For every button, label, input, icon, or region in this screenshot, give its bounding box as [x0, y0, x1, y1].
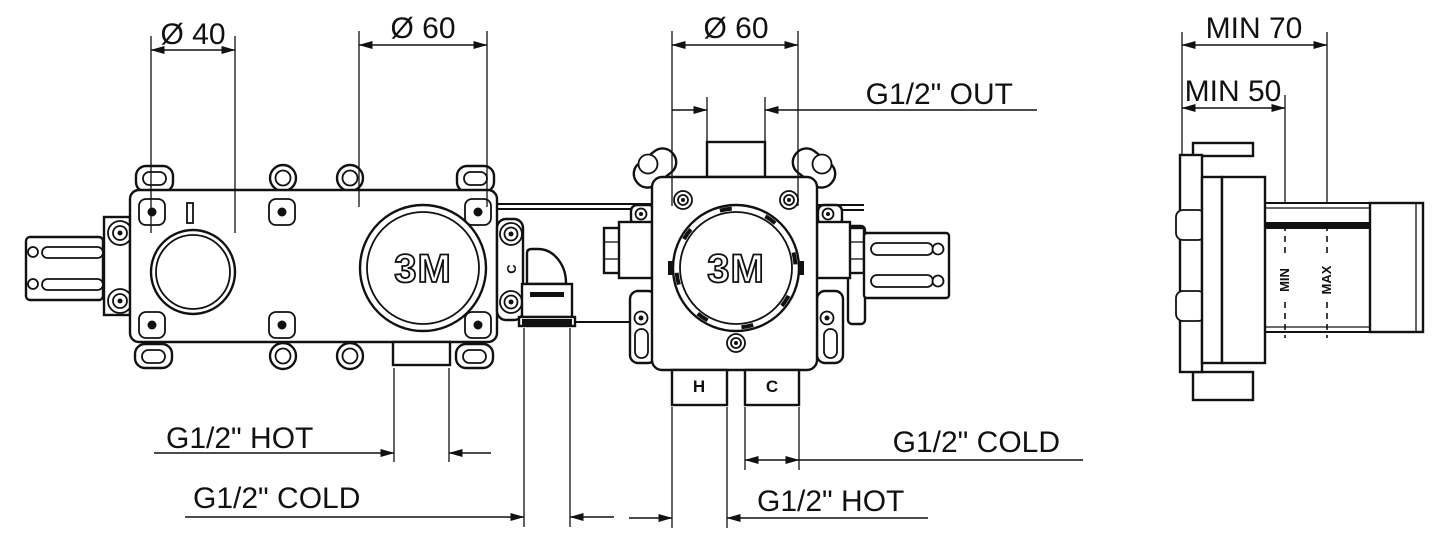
dim-label: G1/2" COLD — [893, 426, 1060, 459]
dim-diameter-60-middle: Ø 60 — [671, 12, 799, 206]
elbow-fitting — [517, 247, 577, 328]
side-view: MIN MAX — [1175, 141, 1425, 402]
cold-port-stub: C — [743, 368, 801, 407]
dim-hot-middle: G1/2" HOT — [629, 407, 928, 528]
dim-label: Ø 60 — [703, 12, 768, 45]
dim-hot-left: G1/2" HOT — [154, 368, 491, 462]
fixing-screw — [1175, 209, 1206, 241]
dim-label: MIN 50 — [1185, 75, 1282, 108]
bracket-hole — [931, 274, 945, 288]
body-column — [1200, 175, 1224, 365]
bottom-stub — [1191, 370, 1255, 402]
bracket-hole — [27, 246, 39, 258]
dim-label: MIN 70 — [1206, 12, 1303, 45]
dim-min-70: MIN 70 — [1181, 12, 1328, 204]
logo-3m: 3M — [394, 247, 452, 291]
bracket-hole — [931, 242, 945, 256]
screw — [673, 190, 693, 210]
cartridge-sleeve — [1265, 201, 1425, 334]
min-depth-marking: MIN — [1277, 268, 1292, 292]
bracket-slot — [870, 242, 934, 256]
top-stub — [1191, 141, 1255, 158]
dim-label: Ø 40 — [160, 18, 225, 51]
dim-diameter-40: Ø 40 — [150, 18, 236, 233]
dim-out-port: G1/2" OUT — [672, 78, 1037, 142]
bracket-slot — [870, 274, 934, 288]
cold-marking: C — [504, 264, 519, 274]
inlet-connector-right — [815, 220, 867, 326]
out-port-stub — [705, 140, 767, 179]
wall-plate — [1178, 153, 1204, 374]
screw — [726, 333, 746, 353]
mounting-ear — [632, 147, 678, 189]
dim-label: G1/2" OUT — [866, 78, 1013, 111]
front-view-single-valve: 3M H C — [602, 140, 951, 407]
dimensions: Ø 40 Ø 60 Ø 60 G1/2" OUT — [150, 12, 1328, 528]
cartridge-circle: 3M — [668, 203, 804, 333]
dim-min-50: MIN 50 — [1181, 75, 1286, 204]
side-flanges — [628, 203, 845, 365]
dim-label: G1/2" COLD — [193, 482, 360, 515]
side-strip: C — [495, 217, 525, 322]
mounting-ear — [791, 147, 837, 189]
plaster-depth-lines: MIN MAX — [1276, 225, 1335, 338]
bracket-slot — [41, 278, 104, 291]
dim-cold-middle: G1/2" COLD — [744, 407, 1083, 470]
hot-port-stub: H — [670, 368, 729, 407]
screw — [779, 190, 799, 210]
inlet-connector-left — [602, 220, 654, 280]
index-mark — [186, 202, 194, 224]
logo-3m: 3M — [707, 247, 765, 291]
dim-cold-left: G1/2" COLD — [185, 328, 614, 527]
dim-diameter-60-left: Ø 60 — [358, 12, 488, 207]
valve-body-profile — [1220, 175, 1267, 365]
dim-label: G1/2" HOT — [757, 485, 904, 518]
hot-marking: H — [693, 377, 705, 396]
trim-sleeve — [1368, 201, 1425, 334]
bracket-boss — [107, 220, 133, 246]
hot-port-stub — [391, 340, 452, 367]
dim-label: G1/2" HOT — [166, 422, 313, 455]
fixing-screw — [1175, 290, 1206, 322]
mounting-lugs — [133, 163, 496, 371]
bracket-slot — [41, 246, 104, 259]
small-control-circle — [149, 202, 237, 316]
max-depth-marking: MAX — [1319, 265, 1334, 294]
front-view-twin-valve: 3M C — [24, 163, 652, 371]
screw-bosses — [138, 198, 492, 339]
dim-label: Ø 60 — [390, 12, 455, 45]
cold-marking: C — [766, 377, 778, 396]
bracket-hole — [27, 278, 39, 290]
bracket-boss — [107, 288, 133, 314]
cartridge-circle: 3M — [358, 203, 488, 333]
mounting-bracket-left — [24, 215, 133, 317]
mounting-bracket-right — [862, 231, 951, 300]
